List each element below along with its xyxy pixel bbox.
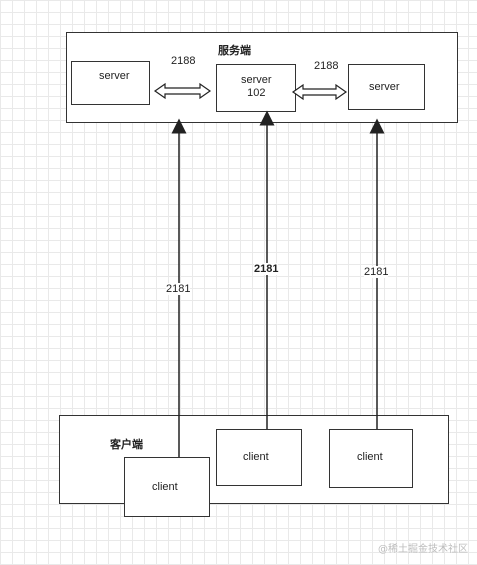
server-label-1: server: [99, 70, 130, 82]
double-arrow-2: [291, 83, 348, 101]
client-label-3: client: [357, 451, 383, 463]
server-label-2: server 102: [241, 74, 272, 99]
connection-label-1: 2181: [166, 283, 191, 295]
server-box-2: [216, 64, 296, 112]
server-label-3: server: [369, 81, 400, 93]
client-label-2: client: [243, 451, 269, 463]
client-label-1: client: [152, 481, 178, 493]
watermark: @稀土掘金技术社区: [378, 544, 468, 555]
client-group-title: 客户端: [110, 439, 143, 451]
connection-label-3: 2181: [364, 266, 389, 278]
client-box-2: [216, 429, 302, 486]
server-box-1: [71, 61, 150, 105]
server-box-3: [348, 64, 425, 110]
double-arrow-1: [153, 82, 212, 100]
link-label-1: 2188: [171, 55, 196, 67]
connection-label-2: 2181: [254, 263, 279, 275]
server-group-title: 服务端: [218, 45, 251, 57]
link-label-2: 2188: [314, 60, 339, 72]
client-box-3: [329, 429, 413, 488]
client-box-1: [124, 457, 210, 517]
